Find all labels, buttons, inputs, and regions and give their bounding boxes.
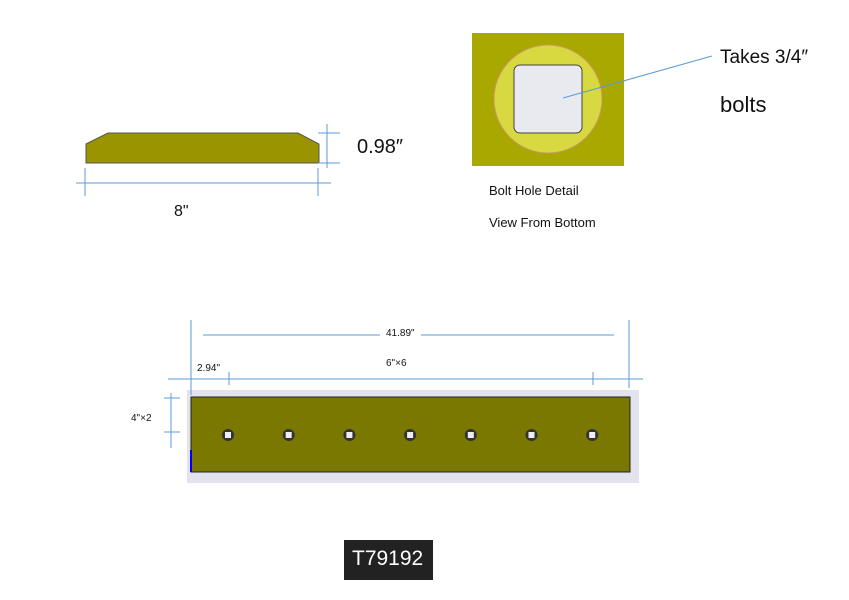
callout-line1: Takes 3/4″ <box>720 47 809 68</box>
bolt-hole-square <box>528 432 535 438</box>
edge-offset-label: 2.94" <box>197 363 221 374</box>
side-profile <box>85 132 320 164</box>
bolt-hole-square <box>346 432 353 438</box>
part-number: T79192 <box>352 547 424 570</box>
view-caption: View From Bottom <box>489 215 596 230</box>
part-number-badge <box>344 540 433 580</box>
detail-caption: Bolt Hole Detail <box>489 183 579 198</box>
bolt-hole-square <box>467 432 474 438</box>
callout-leader <box>562 55 713 99</box>
bolt-hole-square <box>407 432 414 438</box>
overall-length-label: 41.89" <box>380 328 421 339</box>
bolt-hole-square <box>285 432 292 438</box>
bolt-hole-square <box>225 432 231 438</box>
bolt-hole-square <box>589 432 596 438</box>
square-bolt-hole <box>513 64 583 134</box>
side-dimension-lines <box>76 124 340 196</box>
callout-line2: bolts <box>720 92 767 117</box>
width-label: 8" <box>174 203 189 220</box>
thickness-label: 0.98″ <box>357 136 404 158</box>
hole-spacing-label: 6"×6 <box>386 358 407 369</box>
width-dim-label: 4"×2 <box>131 413 152 424</box>
